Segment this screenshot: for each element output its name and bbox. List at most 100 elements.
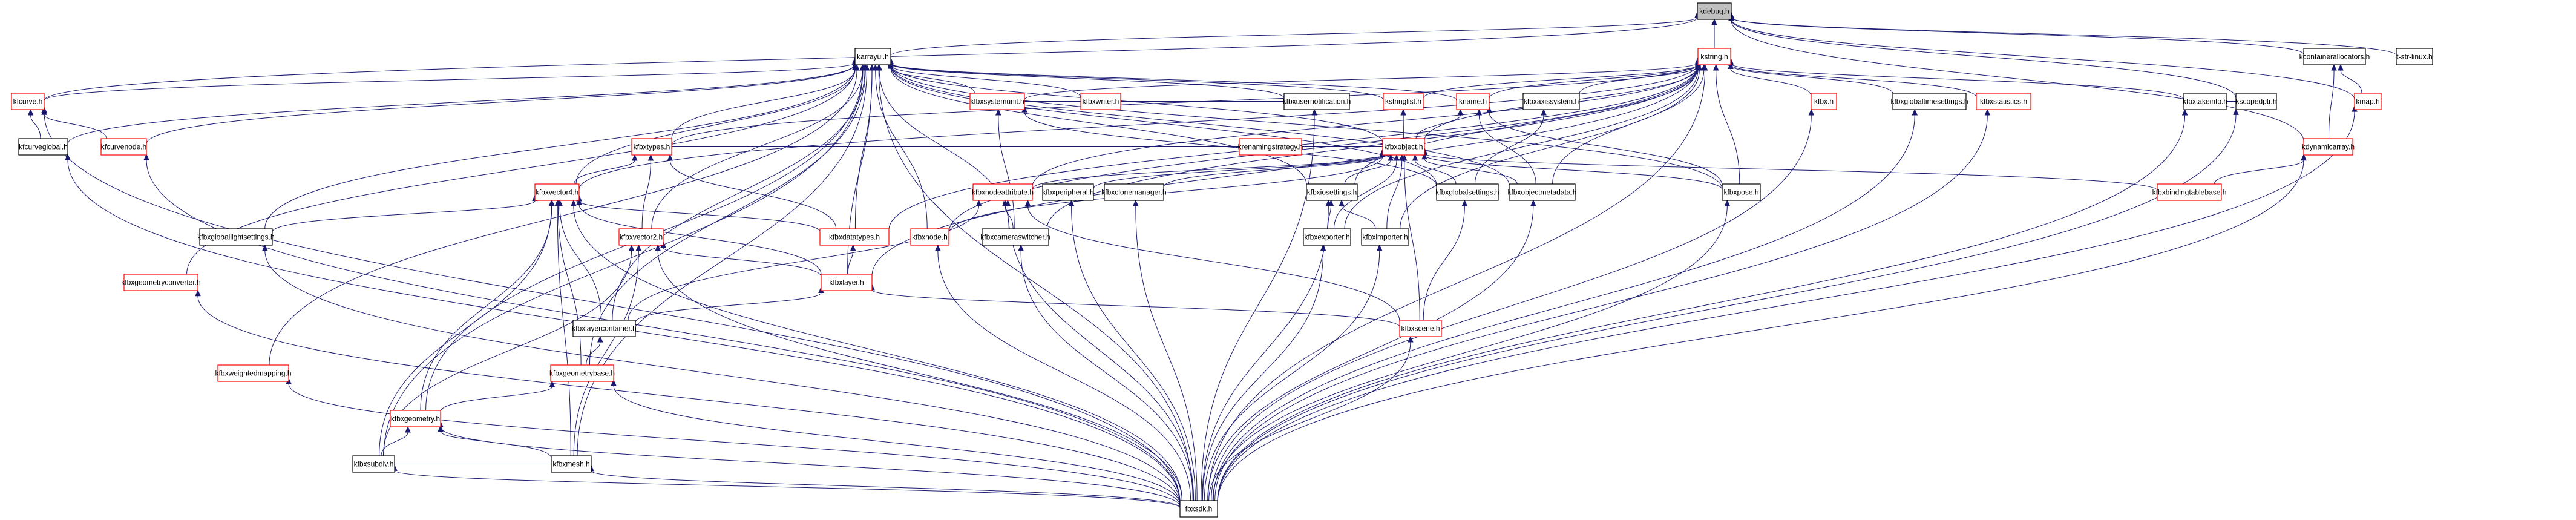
node-kfbxstatistics[interactable]: kfbxstatistics.h <box>1976 93 2031 110</box>
node-kfbxnodeattribute[interactable]: kfbxnodeattribute.h <box>972 183 1034 201</box>
node-label[interactable]: kfbxtypes.h <box>634 143 670 151</box>
node-kfbxwriter[interactable]: kfbxwriter.h <box>1080 93 1121 110</box>
node-box[interactable] <box>18 138 68 156</box>
node-box[interactable] <box>1283 93 1350 110</box>
node-krenamingstrategy[interactable]: krenamingstrategy.h <box>1238 138 1303 156</box>
node-box[interactable] <box>2303 138 2353 156</box>
node-label[interactable]: kfbxnode.h <box>912 233 948 242</box>
node-kscopedptr[interactable]: kscopedptr.h <box>2235 93 2277 110</box>
node-kdebug[interactable]: kdebug.h <box>1697 2 1732 20</box>
node-label[interactable]: kmap.h <box>2356 97 2379 106</box>
node-box[interactable] <box>11 93 45 110</box>
node-kfbximporter[interactable]: kfbximporter.h <box>1361 228 1409 246</box>
node-box[interactable] <box>352 455 395 473</box>
node-box[interactable] <box>1892 93 1967 110</box>
node-kfbxbindingtablebase[interactable]: kfbxbindingtablebase.h <box>2152 183 2227 201</box>
node-box[interactable] <box>2396 48 2433 65</box>
node-kfbxcameraswitcher[interactable]: kfbxcameraswitcher.h <box>980 228 1050 246</box>
node-label[interactable]: kfbxobject.h <box>1384 143 1423 151</box>
node-label[interactable]: kfbxmesh.h <box>552 460 589 469</box>
node-kfbxvector4[interactable]: kfbxvector4.h <box>534 183 580 201</box>
node-label[interactable]: kfbxcameraswitcher.h <box>980 233 1050 242</box>
node-box[interactable] <box>1697 48 1731 65</box>
node-label[interactable]: karrayul.h <box>857 53 889 61</box>
node-kfbxgeometry[interactable]: kfbxgeometry.h <box>390 410 441 427</box>
node-label[interactable]: kfbxiosettings.h <box>1307 188 1357 197</box>
node-label[interactable]: kstringlist.h <box>1385 97 1421 106</box>
node-kfbxnode[interactable]: kfbxnode.h <box>910 228 949 246</box>
node-box[interactable] <box>1306 183 1358 201</box>
node-karrayul[interactable]: karrayul.h <box>854 48 891 65</box>
node-box[interactable] <box>1697 2 1732 20</box>
node-kfbxobjectmetadata[interactable]: kfbxobjectmetadata.h <box>1507 183 1577 201</box>
node-label[interactable]: kcontainerallocators.h <box>2299 53 2370 61</box>
node-label[interactable]: kfbxstatistics.h <box>1980 97 2027 106</box>
node-kfbxtakeinfo[interactable]: kfbxtakeinfo.h <box>2183 93 2227 110</box>
node-label[interactable]: fbxsdk.h <box>1185 505 1213 513</box>
node-label[interactable]: kfbxvector4.h <box>536 188 578 197</box>
node-label[interactable]: kfbxobjectmetadata.h <box>1507 188 1576 197</box>
node-label[interactable]: kfbxlayercontainer.h <box>572 324 637 333</box>
node-kfbxtypes[interactable]: kfbxtypes.h <box>631 138 672 156</box>
node-kfbxlayer[interactable]: kfbxlayer.h <box>821 274 873 291</box>
node-box[interactable] <box>123 274 198 291</box>
node-box[interactable] <box>2235 93 2277 110</box>
node-box[interactable] <box>1811 93 1837 110</box>
node-label[interactable]: kfbxscene.h <box>1401 324 1440 333</box>
node-label[interactable]: kfbxglobalsettings.h <box>1435 188 1499 197</box>
node-kfbxobject[interactable]: kfbxobject.h <box>1382 138 1425 156</box>
node-box[interactable] <box>2157 183 2222 201</box>
node-kstringlist[interactable]: kstringlist.h <box>1383 93 1424 110</box>
node-box[interactable] <box>972 183 1033 201</box>
node-box[interactable] <box>534 183 580 201</box>
node-box[interactable] <box>217 364 289 382</box>
node-label[interactable]: kdynamicarray.h <box>2302 143 2355 151</box>
node-box[interactable] <box>1382 138 1425 156</box>
node-box[interactable] <box>1509 183 1576 201</box>
node-box[interactable] <box>1383 93 1424 110</box>
node-box[interactable] <box>821 274 873 291</box>
node-label[interactable]: kfbxperipheral.h <box>1042 188 1093 197</box>
node-box[interactable] <box>631 138 672 156</box>
node-kstring[interactable]: kstring.h <box>1697 48 1731 65</box>
node-label[interactable]: kfbxaxissystem.h <box>1524 97 1579 106</box>
node-kfbxgeometrybase[interactable]: kfbxgeometrybase.h <box>549 364 615 382</box>
node-box[interactable] <box>1722 183 1761 201</box>
node-kcontainerallocators[interactable]: kcontainerallocators.h <box>2299 48 2370 65</box>
node-label[interactable]: kfbxsystemunit.h <box>970 97 1024 106</box>
node-label[interactable]: kfbxwriter.h <box>1083 97 1119 106</box>
node-label[interactable]: kscopedptr.h <box>2235 97 2276 106</box>
node-box[interactable] <box>551 455 592 473</box>
node-kfbxglobaltimesettings[interactable]: kfbxglobaltimesettings.h <box>1890 93 1968 110</box>
node-kfcurvenode[interactable]: kfcurvenode.h <box>100 138 147 156</box>
node-label[interactable]: kfcurveglobal.h <box>19 143 68 151</box>
node-box[interactable] <box>550 364 614 382</box>
node-kfbxclonemanager[interactable]: kfbxclonemanager.h <box>1101 183 1167 201</box>
node-kfbxusernotification[interactable]: kfbxusernotification.h <box>1283 93 1351 110</box>
node-box[interactable] <box>2303 48 2366 65</box>
node-label[interactable]: kfbxbindingtablebase.h <box>2152 188 2227 197</box>
node-kfbxsystemunit[interactable]: kfbxsystemunit.h <box>969 93 1025 110</box>
node-kfbxgeometryconverter[interactable]: kfbxgeometryconverter.h <box>121 274 201 291</box>
node-box[interactable] <box>1080 93 1121 110</box>
node-label[interactable]: kfbxgeometrybase.h <box>549 369 615 378</box>
node-box[interactable] <box>969 93 1025 110</box>
node-box[interactable] <box>1361 228 1409 246</box>
node-label[interactable]: kfbxexporter.h <box>1304 233 1349 242</box>
node-box[interactable] <box>572 320 636 337</box>
node-kfbxpose[interactable]: kfbxpose.h <box>1722 183 1761 201</box>
node-label[interactable]: kfbxusernotification.h <box>1283 97 1351 106</box>
node-fbxsdk[interactable]: fbxsdk.h <box>1179 500 1218 518</box>
node-kfbxaxissystem[interactable]: kfbxaxissystem.h <box>1522 93 1580 110</box>
node-kfbxscene[interactable]: kfbxscene.h <box>1399 320 1442 337</box>
node-label[interactable]: kstring.h <box>1700 53 1728 61</box>
node-kfbxlayercontainer[interactable]: kfbxlayercontainer.h <box>572 320 637 337</box>
node-label[interactable]: kdebug.h <box>1699 7 1729 16</box>
node-label[interactable]: kfbx.h <box>1814 97 1834 106</box>
node-box[interactable] <box>390 410 441 427</box>
node-kfbxglobalsettings[interactable]: kfbxglobalsettings.h <box>1435 183 1499 201</box>
node-box[interactable] <box>982 228 1049 246</box>
node-label[interactable]: kfbxvector2.h <box>620 233 663 242</box>
node-kfcurve[interactable]: kfcurve.h <box>11 93 45 110</box>
node-tstrlinux[interactable]: t-str-linux.h <box>2396 48 2433 65</box>
